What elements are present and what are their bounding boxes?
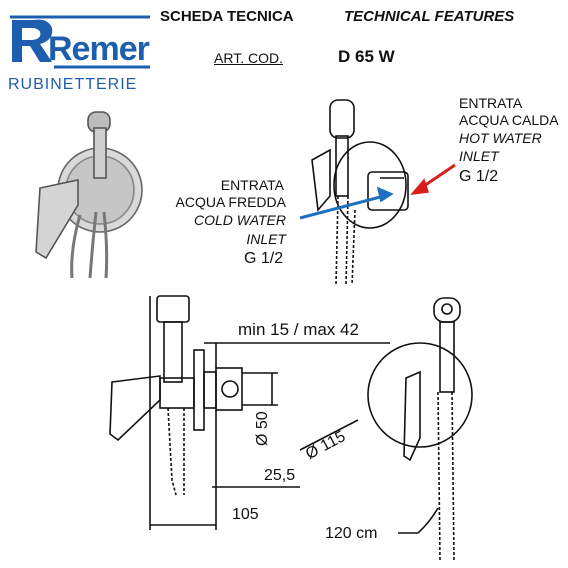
depth-dimension: 105	[232, 506, 259, 523]
hot-inlet-size: G 1/2	[459, 168, 499, 185]
height-dimension: Ø 50	[254, 411, 271, 446]
hose-length-dimension: 120 cm	[325, 525, 378, 542]
inlet-diagram	[311, 99, 409, 286]
cold-inlet-size: G 1/2	[244, 250, 284, 267]
title-english: TECHNICAL FEATURES	[344, 8, 515, 25]
hot-inlet-line4: INLET	[459, 148, 499, 164]
title-italian: SCHEDA TECNICA	[160, 8, 294, 25]
wall-depth-dimension: min 15 / max 42	[238, 320, 359, 339]
side-view-drawing	[109, 295, 390, 530]
art-code-value: D 65 W	[338, 47, 395, 66]
art-code-label: ART. COD.	[214, 50, 283, 66]
front-view-drawing	[299, 297, 473, 561]
hot-inlet-line2: ACQUA CALDA	[459, 112, 559, 128]
product-photo	[35, 111, 143, 279]
cold-inlet-line4: INLET	[246, 231, 286, 247]
cold-inlet-line1: ENTRATA	[220, 177, 284, 193]
brand-name: Remer	[48, 30, 150, 68]
cold-inlet-line3: COLD WATER	[193, 212, 286, 228]
hot-inlet-line1: ENTRATA	[459, 95, 523, 111]
cold-inlet-line2: ACQUA FREDDA	[175, 194, 286, 210]
offset-dimension: 25,5	[264, 467, 296, 484]
hot-inlet-line3: HOT WATER	[459, 130, 542, 146]
brand-subtitle: RUBINETTERIE	[8, 76, 138, 93]
